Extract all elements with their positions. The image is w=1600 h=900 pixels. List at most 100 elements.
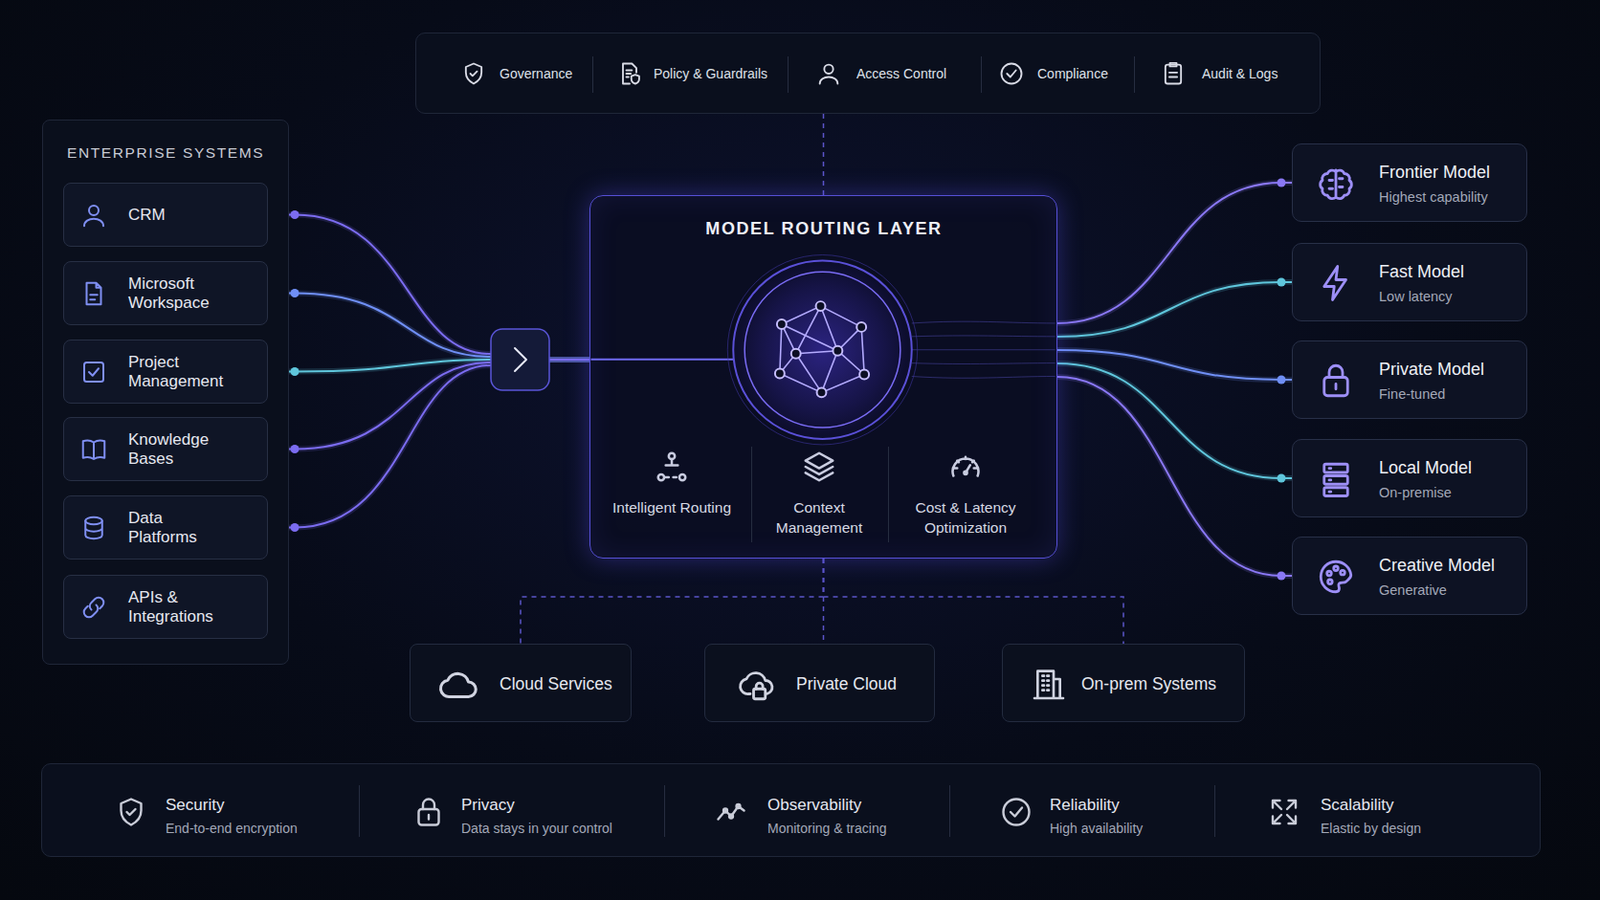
- node-label: Private Cloud: [796, 674, 897, 695]
- connector: [1057, 377, 1292, 581]
- node-label: High availability: [1049, 821, 1143, 838]
- connector-line: [1057, 363, 1292, 479]
- node-label: Local Model: [1378, 458, 1472, 480]
- node-label: MODEL ROUTING LAYER: [613, 219, 1035, 241]
- person-icon: [79, 200, 109, 230]
- node-box: MODEL ROUTING LAYER Intelligent Routing Co…: [589, 195, 1058, 559]
- brain-icon: [1315, 163, 1356, 204]
- check-circle-icon: [999, 795, 1034, 830]
- node-label: Privacy: [461, 796, 515, 816]
- shield-icon: [460, 60, 488, 88]
- connector-dot: [290, 523, 300, 533]
- book-icon: [79, 435, 109, 465]
- node-label: Audit & Logs: [1201, 66, 1278, 83]
- node-box: ENTERPRISE SYSTEMS CRM Microsoft Workspace…: [42, 119, 289, 666]
- node-label: Private Model: [1378, 359, 1485, 381]
- node-label: Frontier Model: [1378, 162, 1490, 184]
- connector-dot: [1277, 572, 1287, 581]
- node-label: Knowledge Bases: [128, 430, 236, 470]
- connector-dot: [290, 288, 300, 298]
- node-box: Data Platforms: [63, 495, 268, 560]
- connector-line: [823, 558, 1125, 645]
- node-box: Creative ModelGenerative: [1291, 536, 1528, 616]
- node-label: Monitoring & tracing: [767, 821, 888, 838]
- scalability-icon: [1266, 795, 1302, 830]
- connector-glow: [1057, 363, 1292, 479]
- node-label: Context Management: [752, 498, 887, 539]
- node-box: Frontier ModelHighest capability: [1291, 143, 1528, 223]
- connector: [1057, 278, 1292, 338]
- lock-icon: [1315, 360, 1356, 401]
- lightning-icon: [1315, 263, 1356, 304]
- database-icon: [79, 513, 109, 543]
- node-box: Fast ModelLow latency: [1291, 243, 1528, 322]
- node-label: On-premise: [1378, 485, 1452, 502]
- connector-line: [1057, 182, 1292, 324]
- connector-dot: [290, 367, 300, 377]
- connector-glow: [1057, 182, 1292, 324]
- observability-icon: [713, 795, 749, 830]
- node-label: Cloud Services: [499, 674, 613, 695]
- cloud-icon: [437, 662, 482, 707]
- divider: [664, 785, 666, 838]
- divider: [980, 56, 982, 93]
- node-label: Cost & Latency Optimization: [898, 498, 1033, 539]
- connector-line: [1057, 282, 1292, 337]
- node-label: Data stays in your control: [461, 821, 613, 838]
- gauge-icon: [947, 448, 984, 486]
- private-cloud-icon: [736, 664, 778, 705]
- connector-dot: [290, 210, 300, 220]
- connector-glow: [1057, 377, 1292, 577]
- divider: [358, 785, 360, 838]
- node-box: Private ModelFine-tuned: [1291, 340, 1528, 420]
- node-label: Governance: [499, 66, 573, 83]
- connector: [822, 113, 824, 196]
- connector-dot: [1277, 178, 1287, 188]
- divider: [1133, 56, 1135, 93]
- connector-dot: [290, 444, 300, 454]
- node-label: Elastic by design: [1320, 821, 1422, 838]
- node-label: Intelligent Routing: [604, 498, 739, 519]
- node-box: Local ModelOn-premise: [1291, 439, 1528, 518]
- node-label: Scalability: [1320, 796, 1395, 816]
- connector: [823, 558, 1125, 645]
- node-label: Low latency: [1378, 288, 1453, 306]
- node-label: ENTERPRISE SYSTEMS: [66, 144, 265, 163]
- node-box: SecurityEnd-to-end encryptionPrivacyData…: [41, 763, 1541, 858]
- node-box: GovernancePolicy & GuardrailsAccess Cont…: [415, 32, 1321, 114]
- node-label: APIs & Integrations: [128, 588, 236, 628]
- connector: [520, 558, 824, 645]
- node-label: On-prem Systems: [1081, 674, 1217, 695]
- node-label: Project Management: [128, 353, 236, 393]
- connector-dot: [1277, 474, 1287, 484]
- shield-icon: [113, 795, 149, 830]
- node-box: CRM: [63, 182, 268, 247]
- node-label: End-to-end encryption: [165, 821, 298, 838]
- divider: [751, 446, 753, 543]
- connector-line: [822, 113, 825, 196]
- connector-dot: [1277, 376, 1287, 385]
- checkbox-icon: [79, 357, 109, 387]
- clipboard-icon: [1159, 60, 1187, 88]
- divider: [1214, 785, 1216, 838]
- node-box: Microsoft Workspace: [63, 261, 268, 326]
- node-label: Observability: [767, 796, 862, 816]
- check-circle-icon: [998, 60, 1025, 88]
- server-icon: [1315, 459, 1356, 500]
- node-box: Cloud Services: [409, 644, 632, 723]
- policy-icon: [616, 60, 644, 88]
- building-icon: [1029, 665, 1068, 704]
- node-label: Compliance: [1037, 66, 1109, 83]
- node-label: Fast Model: [1378, 262, 1465, 284]
- connector-glow: [1057, 282, 1292, 337]
- node-label: Microsoft Workspace: [128, 274, 236, 314]
- node-label: Highest capability: [1378, 189, 1489, 206]
- node-label: Policy & Guardrails: [653, 66, 768, 83]
- connector-line: [1057, 377, 1292, 577]
- divider: [592, 56, 594, 93]
- node-box: APIs & Integrations: [63, 575, 268, 640]
- divider: [787, 56, 789, 93]
- node-box: Knowledge Bases: [63, 417, 268, 482]
